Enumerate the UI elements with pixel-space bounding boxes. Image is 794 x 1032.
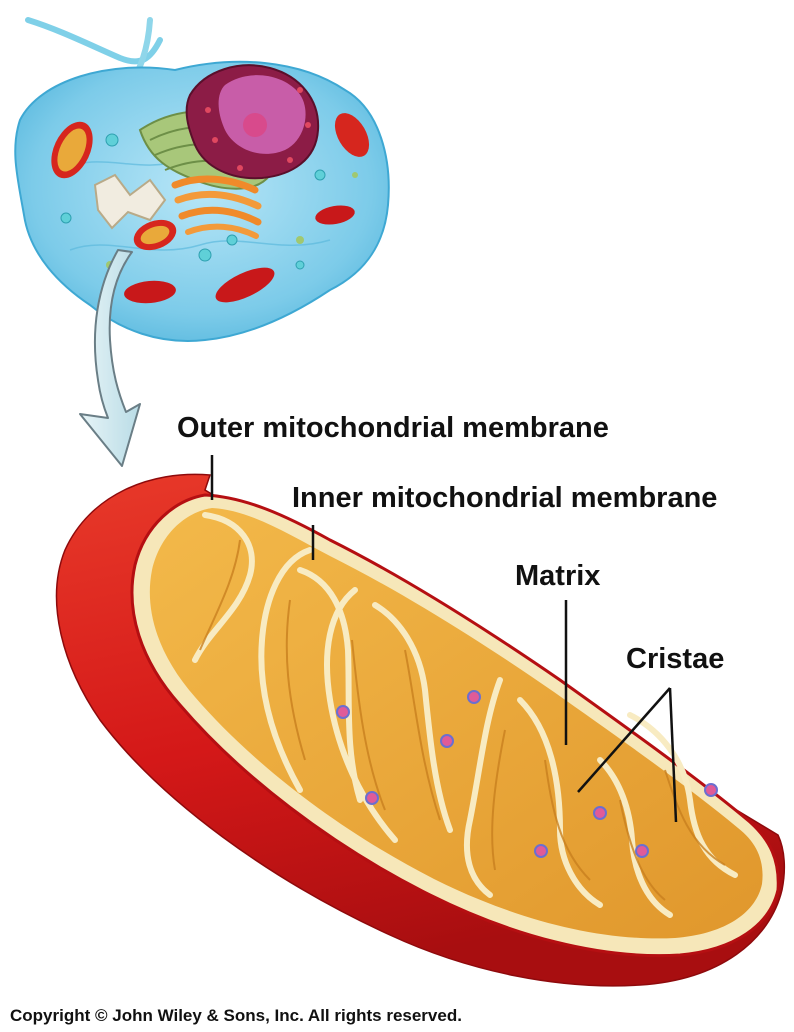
- zoom-arrow-icon: [79, 249, 141, 467]
- mitochondrion-illustration: [55, 473, 786, 987]
- inner-membrane-label: Inner mitochondrial membrane: [292, 482, 718, 514]
- copyright-notice: Copyright © John Wiley & Sons, Inc. All …: [10, 1006, 462, 1025]
- matrix-label: Matrix: [515, 560, 601, 592]
- cristae-label: Cristae: [626, 643, 725, 675]
- outer-membrane-label: Outer mitochondrial membrane: [177, 412, 609, 444]
- matrix-granules: [336, 690, 718, 858]
- animal-cell-illustration: [14, 17, 390, 342]
- cristae-leader-2: [668, 687, 678, 823]
- cristae-leader-1: [577, 687, 671, 793]
